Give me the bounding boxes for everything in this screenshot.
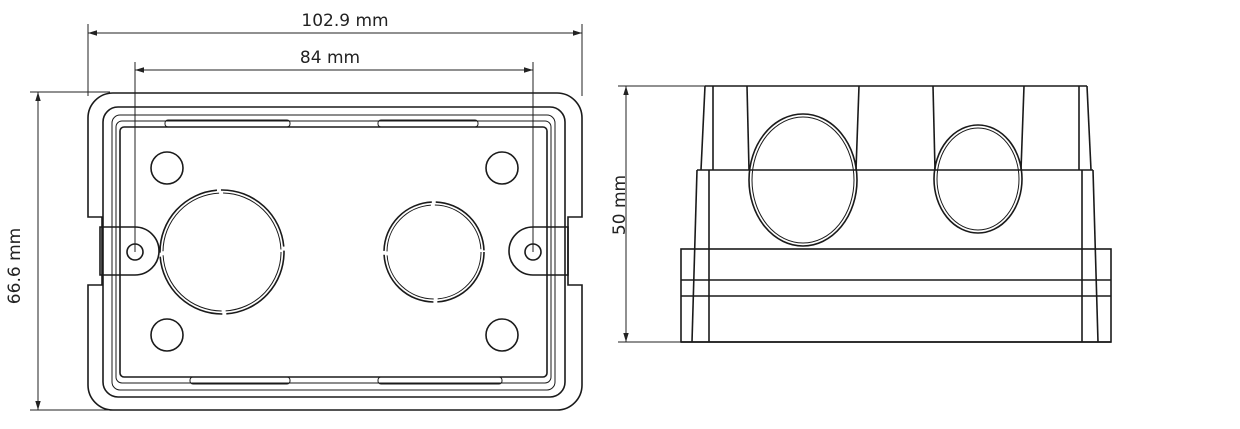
front-view: 102.9 mm 84 mm 66.6 mm bbox=[5, 11, 583, 411]
side-body bbox=[680, 85, 1112, 343]
left-screw-tab bbox=[99, 226, 160, 276]
mounting-dimension bbox=[134, 62, 534, 252]
width-dimension bbox=[87, 24, 583, 96]
knockout-slots bbox=[164, 119, 503, 385]
height-dimension bbox=[30, 91, 110, 411]
side-view: 50 mm bbox=[610, 85, 1112, 343]
width-dimension-label: 102.9 mm bbox=[301, 11, 388, 31]
height-dimension-label: 66.6 mm bbox=[5, 228, 25, 304]
right-screw-tab bbox=[508, 226, 569, 276]
box-outline bbox=[87, 92, 583, 411]
side-small-knockout bbox=[932, 85, 1025, 234]
large-knockout bbox=[159, 189, 285, 315]
mounting-dimension-label: 84 mm bbox=[300, 48, 360, 68]
corner-holes bbox=[150, 151, 519, 352]
side-large-knockout bbox=[746, 85, 860, 247]
small-knockout bbox=[383, 201, 485, 303]
depth-dimension bbox=[618, 85, 705, 343]
depth-dimension-label: 50 mm bbox=[610, 175, 630, 235]
